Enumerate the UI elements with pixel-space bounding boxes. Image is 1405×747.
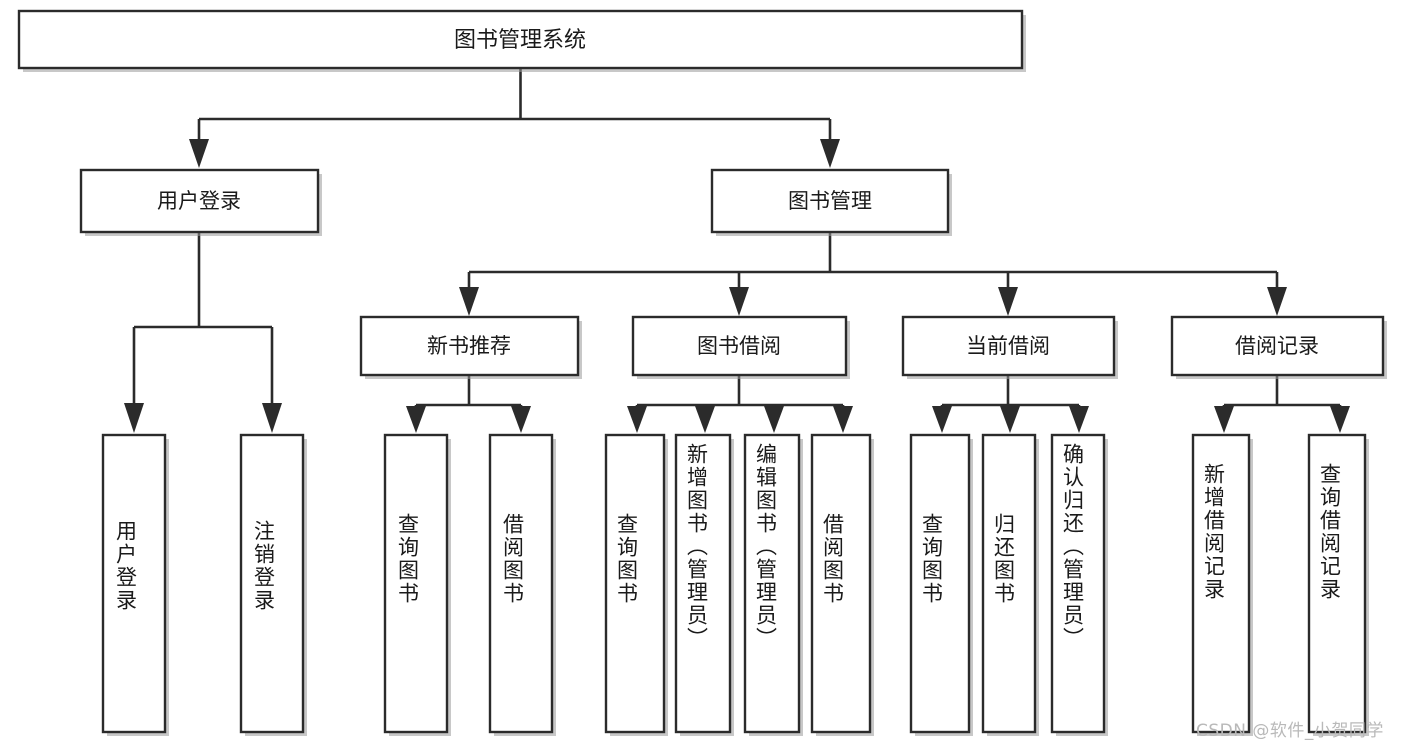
leaf-box[interactable] — [1191, 433, 1251, 734]
leaf-current-borrow-2[interactable] — [981, 433, 1039, 736]
leaf-current-borrow-1[interactable] — [909, 433, 973, 736]
current-borrow-label: 当前借阅 — [966, 334, 1050, 358]
node-user-login[interactable]: 用户登录 — [79, 168, 322, 236]
borrow-record-box[interactable] — [1170, 315, 1385, 377]
node-new-book-recommend[interactable]: 新书推荐 — [359, 315, 582, 379]
arrow-userlogin-leaf-1 — [124, 403, 144, 433]
leaf-box[interactable] — [239, 433, 305, 734]
leaf-box[interactable] — [383, 433, 449, 734]
leaf-box[interactable] — [101, 433, 167, 734]
arrow-root-to-user-login — [189, 139, 209, 168]
arrow-borrowrecord-leaf-1 — [1214, 406, 1234, 433]
borrow-record-label: 借阅记录 — [1235, 334, 1319, 358]
leaf-box[interactable] — [981, 433, 1037, 734]
user-login-box[interactable] — [79, 168, 320, 234]
leaf-borrow-record-2[interactable] — [1307, 433, 1369, 736]
leaf-box[interactable] — [1050, 433, 1106, 734]
leaf-book-borrow-3[interactable] — [743, 433, 803, 736]
arrow-currentborrow-leaf-2 — [1000, 406, 1020, 433]
arrow-bookmgmt-to-borrow-record — [1267, 287, 1287, 316]
leaf-book-borrow-1[interactable] — [604, 433, 668, 736]
arrow-bookmgmt-to-book-borrow — [729, 287, 749, 316]
arrow-root-to-book-mgmt — [820, 139, 840, 168]
arrow-borrowrecord-leaf-2 — [1330, 406, 1350, 433]
node-current-borrow[interactable]: 当前借阅 — [901, 315, 1118, 379]
book-borrow-box[interactable] — [631, 315, 848, 377]
arrow-newbook-leaf-2 — [511, 406, 531, 433]
csdn-watermark: CSDN @软件_小贺同学 — [1196, 721, 1384, 741]
leaf-box[interactable] — [488, 433, 554, 734]
leaf-box[interactable] — [1307, 433, 1367, 734]
leaf-current-borrow-3[interactable] — [1050, 433, 1108, 736]
arrow-bookborrow-leaf-1 — [627, 406, 647, 433]
leaf-box[interactable] — [909, 433, 971, 734]
root-box[interactable] — [17, 9, 1024, 70]
book-management-box[interactable] — [710, 168, 950, 234]
arrow-newbook-leaf-1 — [406, 406, 426, 433]
leaf-box[interactable] — [743, 433, 801, 734]
new-book-label: 新书推荐 — [427, 334, 511, 358]
leaf-new-book-2[interactable] — [488, 433, 556, 736]
user-login-label: 用户登录 — [157, 189, 241, 213]
connector-layer — [124, 68, 1350, 433]
node-root[interactable]: 图书管理系统 — [17, 9, 1026, 72]
leaf-user-login-2[interactable] — [239, 433, 307, 736]
root-label: 图书管理系统 — [454, 28, 586, 53]
node-book-management[interactable]: 图书管理 — [710, 168, 952, 236]
leaf-book-borrow-4[interactable] — [810, 433, 874, 736]
leaf-box[interactable] — [810, 433, 872, 734]
node-borrow-record[interactable]: 借阅记录 — [1170, 315, 1387, 379]
leaf-book-borrow-2[interactable] — [674, 433, 734, 736]
leaf-user-login-1[interactable] — [101, 433, 169, 736]
arrow-currentborrow-leaf-1 — [932, 406, 952, 433]
current-borrow-box[interactable] — [901, 315, 1116, 377]
arrow-userlogin-leaf-2 — [262, 403, 282, 433]
book-borrow-label: 图书借阅 — [697, 334, 781, 358]
arrow-bookborrow-leaf-2 — [695, 406, 715, 433]
arrow-currentborrow-leaf-3 — [1069, 406, 1089, 433]
node-book-borrow[interactable]: 图书借阅 — [631, 315, 850, 379]
arrow-bookmgmt-to-current-borrow — [998, 287, 1018, 316]
new-book-box[interactable] — [359, 315, 580, 377]
leaf-box[interactable] — [604, 433, 666, 734]
book-management-label: 图书管理 — [788, 189, 872, 213]
arrow-bookborrow-leaf-4 — [833, 406, 853, 433]
leaf-new-book-1[interactable] — [383, 433, 451, 736]
leaf-borrow-record-1[interactable] — [1191, 433, 1253, 736]
arrow-bookborrow-leaf-3 — [764, 406, 784, 433]
leaf-box[interactable] — [674, 433, 732, 734]
arrow-bookmgmt-to-new-book — [459, 287, 479, 316]
